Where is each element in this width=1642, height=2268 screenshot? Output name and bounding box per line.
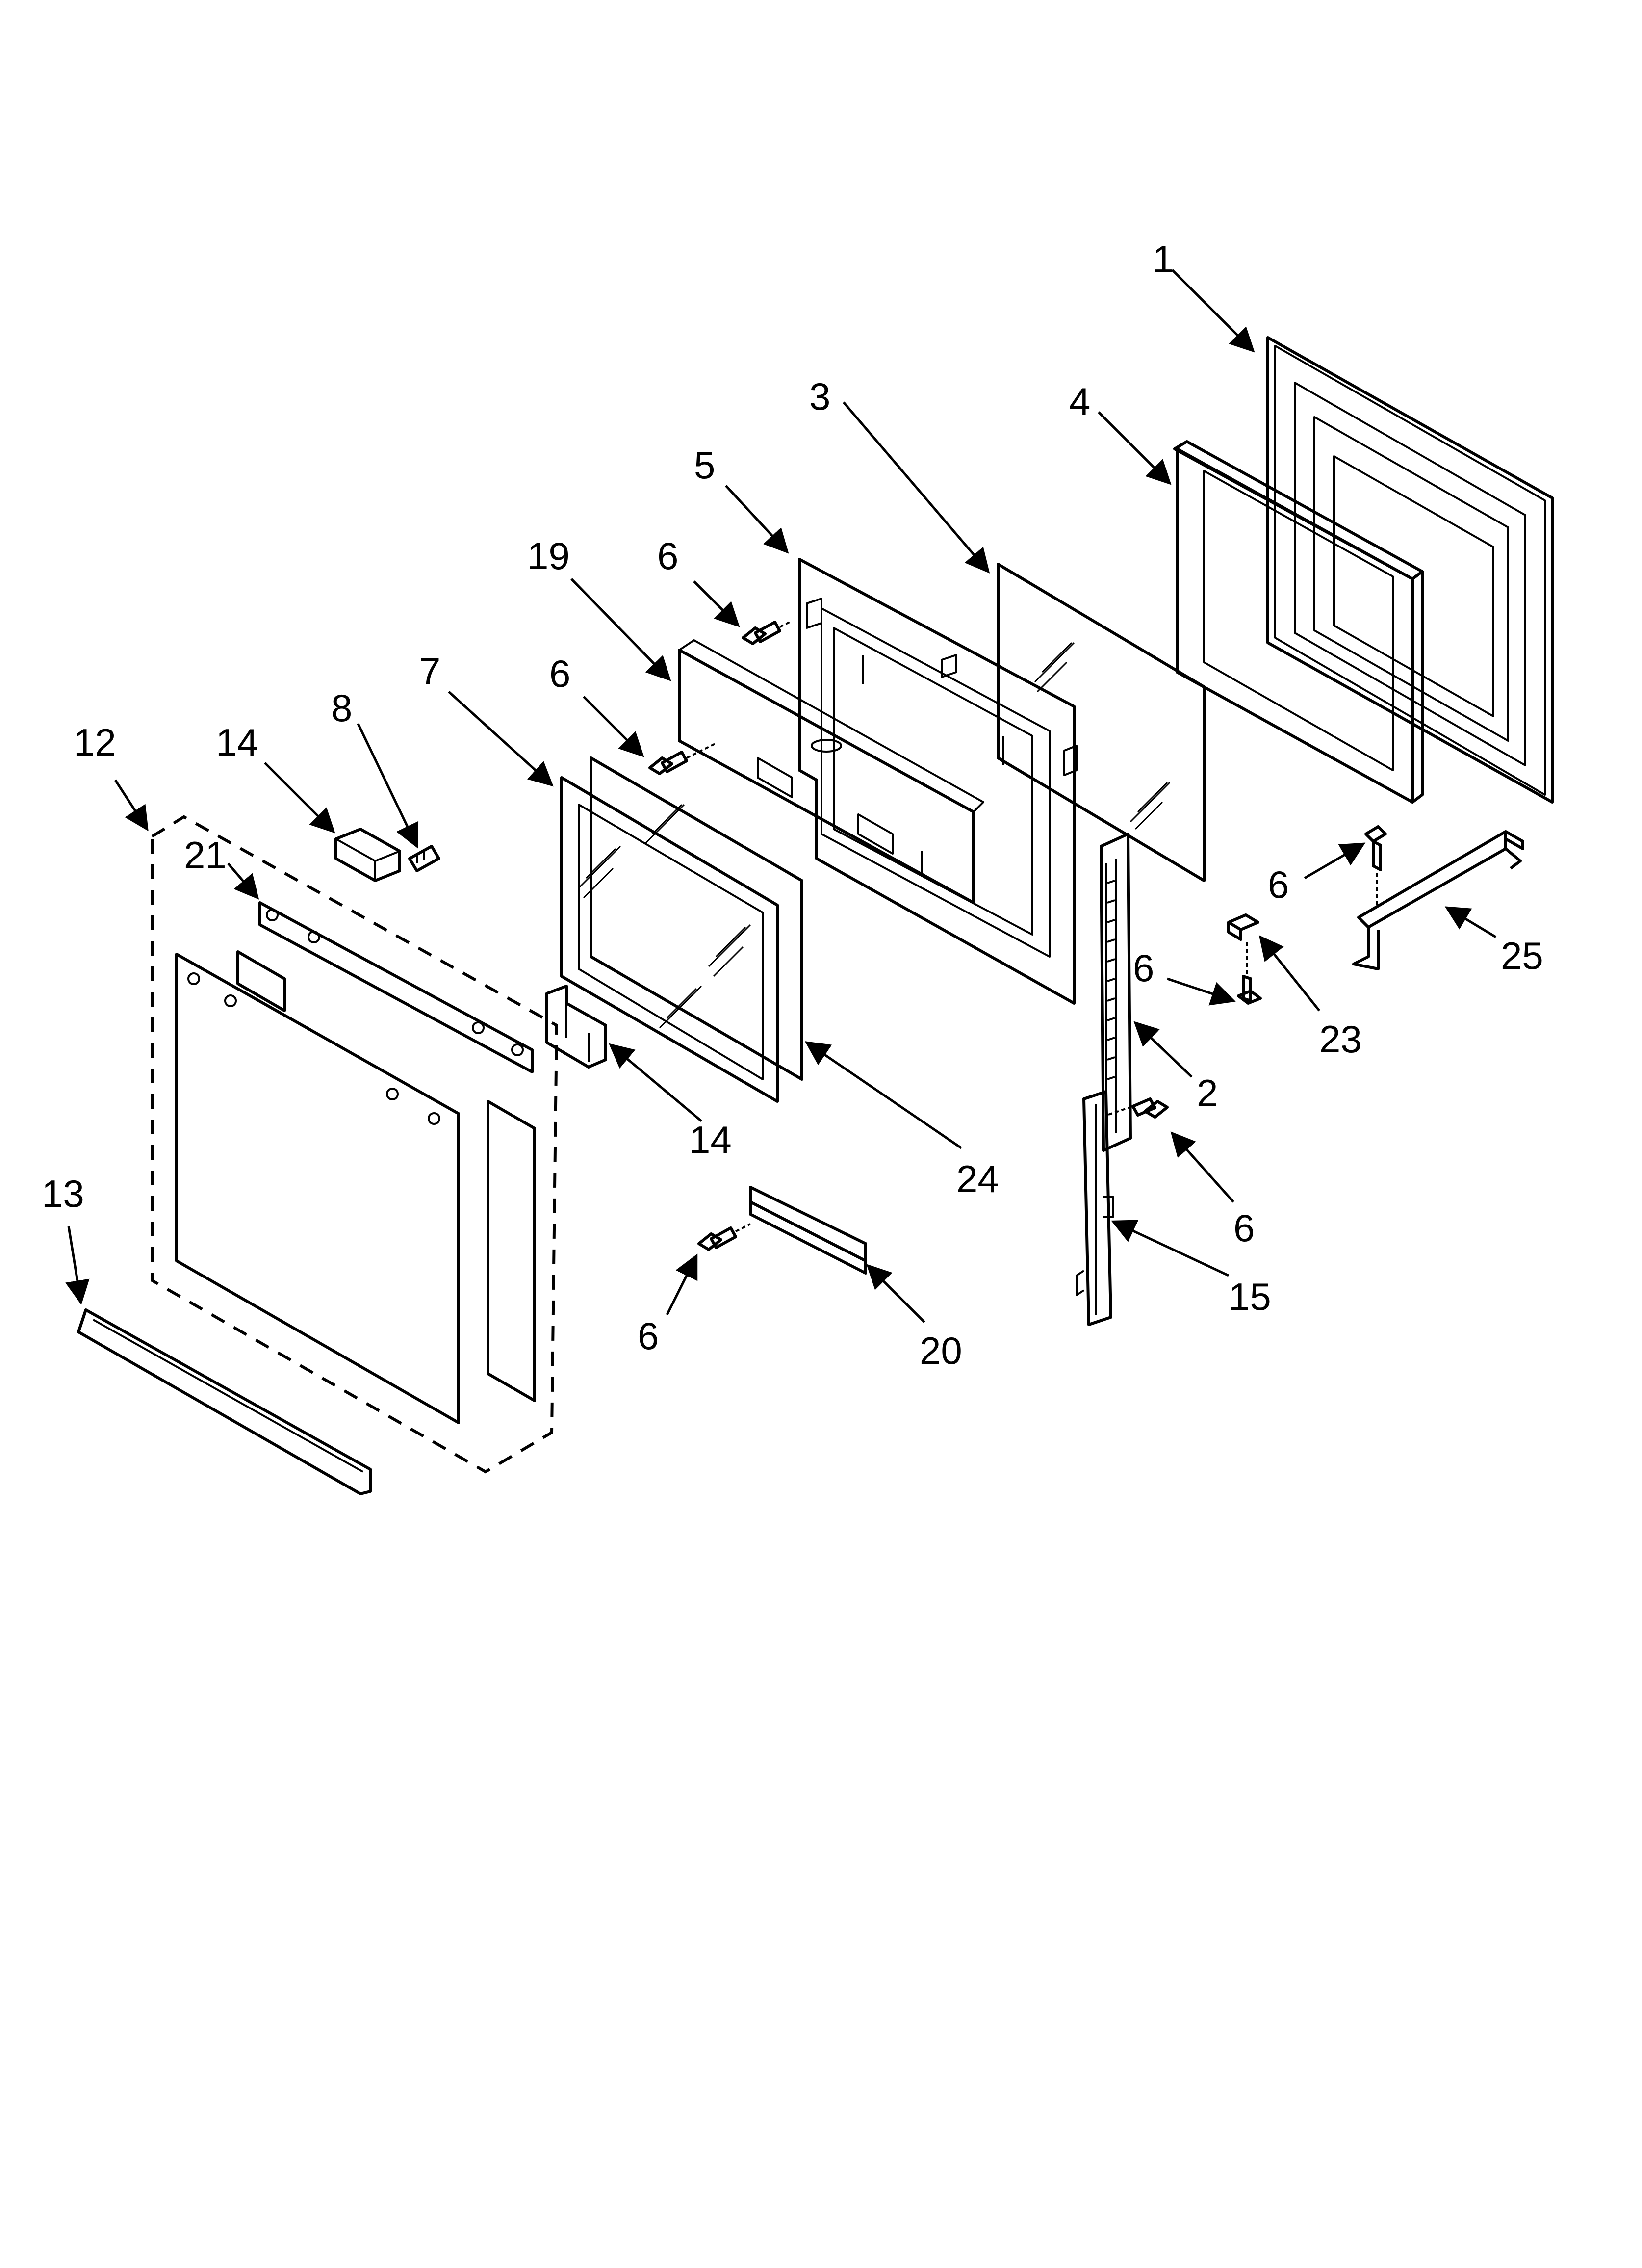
leader-25: [1444, 906, 1497, 938]
leader-3: [843, 401, 990, 574]
leader-14b: [609, 1043, 702, 1122]
leader-7: [448, 691, 554, 787]
callout-23: 23: [1319, 1017, 1362, 1061]
leader-23: [1258, 935, 1320, 1012]
leader-6e: [1170, 1131, 1234, 1203]
callout-1: 1: [1153, 237, 1174, 281]
leader-1: [1171, 269, 1255, 353]
callout-24: 24: [956, 1157, 999, 1200]
part-2-hinge: [1100, 833, 1132, 1152]
leader-21: [227, 862, 259, 900]
leader-13: [65, 1226, 90, 1305]
callout-6a: 6: [657, 534, 678, 577]
callout-leader-arrows: [65, 269, 1497, 1323]
callout-labels: 1 3 4 5 19 6 7 6 8 12 14 21 6 25 6 23 2 …: [42, 237, 1543, 1372]
part-21-trim-strip: [258, 901, 534, 1073]
callout-4: 4: [1069, 380, 1090, 423]
callout-7: 7: [419, 650, 440, 693]
callout-14a: 14: [216, 721, 258, 764]
part-13-door-handle: [77, 1308, 372, 1495]
callout-21: 21: [184, 834, 227, 877]
part-6-screw-b: [648, 742, 717, 775]
leader-4: [1098, 411, 1172, 485]
callout-20: 20: [920, 1329, 962, 1372]
leader-6b: [583, 696, 644, 757]
callout-25: 25: [1501, 934, 1543, 977]
leader-6f: [666, 1253, 698, 1316]
part-6-screw-c: [1364, 825, 1387, 908]
leader-2: [1133, 1021, 1193, 1078]
callout-3: 3: [809, 375, 830, 418]
callout-8: 8: [331, 686, 352, 730]
leader-19: [570, 578, 671, 681]
part-5-inner-door-liner: [798, 558, 1078, 1005]
callout-2: 2: [1197, 1071, 1218, 1115]
callout-12: 12: [74, 721, 116, 764]
part-3-inner-glass: [997, 563, 1206, 882]
part-23-clip: [1227, 913, 1259, 941]
part-6-screw-f: [697, 1223, 751, 1251]
callout-6f: 6: [638, 1314, 659, 1357]
part-14-hinge-clip-top: [334, 828, 401, 882]
callout-19: 19: [527, 534, 570, 577]
part-20-bracket: [749, 1186, 867, 1275]
part-15-hinge-bracket: [1076, 1090, 1114, 1326]
leader-15: [1111, 1220, 1230, 1277]
leader-6c: [1304, 842, 1366, 880]
callout-14b: 14: [689, 1118, 732, 1161]
part-14-hinge-clip-bottom: [545, 985, 607, 1069]
part-24-middle-glass: [590, 756, 803, 1081]
part-6-screw-e: [1108, 1097, 1169, 1119]
leader-5: [725, 485, 789, 554]
leader-20: [866, 1264, 925, 1323]
callout-6e: 6: [1233, 1206, 1255, 1250]
part-4-door-frame: [1173, 440, 1424, 804]
callout-15: 15: [1229, 1275, 1271, 1318]
callout-6d: 6: [1133, 946, 1154, 990]
leader-14a: [264, 762, 335, 834]
callout-6c: 6: [1268, 863, 1289, 906]
callout-13: 13: [42, 1172, 84, 1215]
part-25-support-bracket: [1352, 830, 1524, 970]
part-6-screw-d: [1237, 939, 1262, 1005]
part-1-outer-door-panel: [1266, 336, 1554, 804]
part-6-screw-a: [742, 621, 790, 645]
part-7-outer-glass: [560, 776, 779, 1103]
leader-6a: [693, 580, 740, 627]
part-8-screw: [408, 845, 440, 872]
leader-12: [114, 779, 149, 832]
part-19-heat-shield: [678, 639, 984, 904]
leader-24: [804, 1041, 962, 1149]
part-12-outer-door-assembly: [151, 815, 559, 1474]
callout-6b: 6: [549, 652, 570, 695]
callout-5: 5: [694, 443, 715, 487]
leader-8: [357, 723, 419, 849]
leader-6d: [1167, 977, 1236, 1006]
